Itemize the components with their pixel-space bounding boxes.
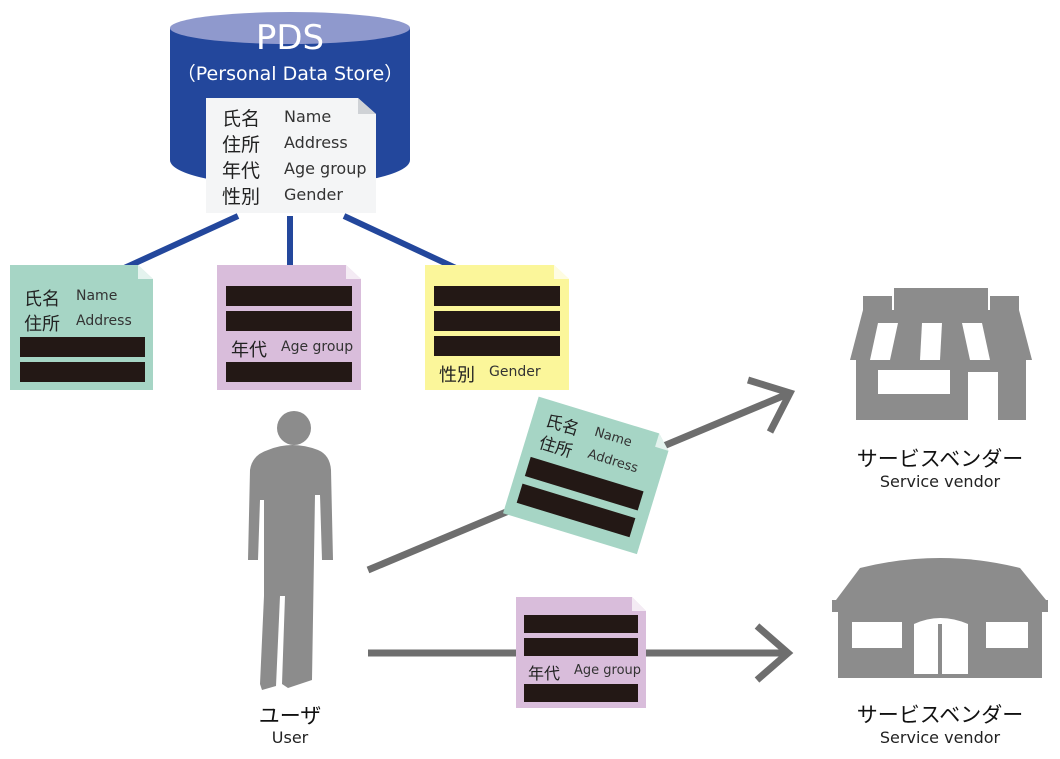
redaction-bar: [434, 286, 560, 306]
redaction-bar: [434, 311, 560, 331]
pds-subtitle: （Personal Data Store）: [176, 63, 404, 85]
connector-line-green: [118, 213, 240, 273]
connector-line-yellow: [342, 213, 462, 273]
pds-field-row: 氏名 Name: [222, 104, 331, 131]
pds-field-en: Age group: [284, 159, 367, 178]
pds-sheet: [206, 98, 376, 213]
doc-field-row: 住所 Address: [24, 310, 132, 336]
pds-field-jp: 住所: [222, 134, 261, 156]
store-icon: [832, 558, 1048, 678]
pds-field-list: 氏名 Name 住所 Address 年代 Age group 性別 Gende…: [222, 104, 372, 212]
redaction-bar: [434, 336, 560, 356]
redaction-bar: [516, 483, 636, 538]
redaction-bar: [20, 362, 145, 382]
doc-yellow: 性別 Gender: [425, 265, 569, 390]
doc-field-row: 年代 Age group: [231, 336, 353, 362]
redaction-bar: [226, 362, 352, 382]
person-icon: [248, 411, 333, 690]
redaction-bar: [524, 684, 638, 702]
doc-green-shape: [10, 265, 153, 390]
pds-title: PDS: [255, 18, 325, 58]
redaction-bar: [20, 337, 145, 357]
shop-icon: [850, 286, 1032, 420]
pds-field-row: 性別 Gender: [222, 182, 343, 209]
vendor-2-label-jp: サービスベンダー: [856, 703, 1024, 727]
pds-field-en: Address: [284, 133, 348, 152]
doc-field-en: Address: [76, 313, 132, 329]
doc-field-jp: 住所: [536, 433, 575, 463]
doc-field-en: Name: [592, 424, 634, 451]
vendor-1-label-jp: サービスベンダー: [856, 447, 1024, 471]
user-label-en: User: [271, 728, 309, 747]
redaction-bar: [524, 456, 644, 511]
arrow-head-1: [746, 376, 796, 434]
pds-field-jp: 性別: [222, 186, 261, 208]
doc-field-jp: 年代: [231, 340, 267, 361]
vendor-1-label-en: Service vendor: [879, 472, 1001, 491]
pds-field-row: 住所 Address: [222, 130, 348, 157]
doc-field-en: Name: [76, 288, 118, 304]
doc-purple: 年代 Age group: [217, 265, 361, 390]
pds-field-en: Gender: [284, 185, 343, 204]
doc-field-jp: 年代: [528, 664, 561, 683]
doc-field-jp: 氏名: [24, 289, 60, 310]
vendor-2-label-en: Service vendor: [879, 728, 1001, 747]
doc-field-row: 年代 Age group: [528, 660, 641, 684]
doc-field-en: Gender: [489, 364, 541, 380]
doc-field-row: 性別 Gender: [439, 361, 541, 387]
doc-field-en: Age group: [281, 339, 354, 355]
arrow-head-2: [754, 623, 794, 683]
doc-green: 氏名 Name 住所 Address: [10, 265, 153, 390]
doc-field-jp: 性別: [439, 365, 475, 386]
pds-field-jp: 氏名: [222, 108, 261, 130]
redaction-bar: [226, 286, 352, 306]
doc-field-en: Address: [585, 446, 640, 477]
doc-field-row: 氏名 Name: [24, 285, 117, 311]
redaction-bar: [226, 311, 352, 331]
doc-field-en: Age group: [574, 663, 642, 678]
doc-green-sent-shape: [503, 396, 669, 555]
redaction-bar: [524, 615, 638, 633]
doc-field-jp: 住所: [24, 314, 60, 335]
pds-field-row: 年代 Age group: [222, 156, 367, 183]
pds-connector-lines: [118, 213, 462, 273]
user-label-jp: ユーザ: [258, 704, 322, 728]
doc-purple-sent: 年代 Age group: [516, 597, 646, 708]
pds-field-en: Name: [284, 107, 332, 126]
redaction-bar: [524, 638, 638, 656]
pds-field-jp: 年代: [222, 160, 261, 182]
